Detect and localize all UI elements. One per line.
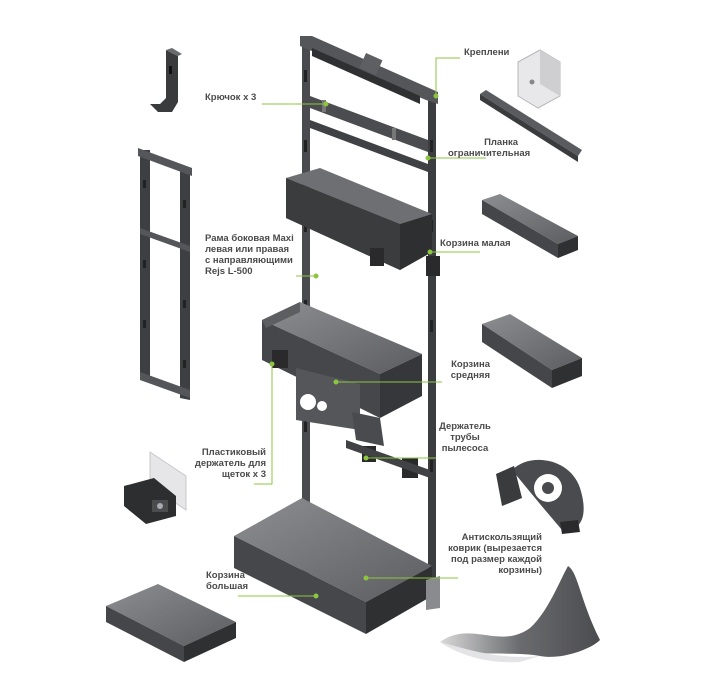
label-small-basket: Корзина малая [440, 238, 511, 249]
anti-slip-mat-part [440, 566, 600, 663]
mount-bracket-part [517, 49, 561, 109]
side-frame-part [138, 148, 192, 400]
label-hook: Крючок x 3 [205, 92, 257, 103]
main-rack-assembly [234, 36, 440, 634]
limit-bar-part [480, 90, 582, 162]
label-large-basket: Корзина большая [206, 570, 249, 592]
large-basket-part [106, 584, 236, 662]
medium-basket-part [482, 314, 582, 388]
hook-part [150, 48, 182, 112]
label-side-frame: Рама боковая Maxi левая или правая с нап… [205, 233, 294, 277]
leader-brush-holder [254, 364, 273, 485]
label-limit-bar: Планка ограничительная [448, 137, 531, 159]
label-anti-slip-mat: Антискользящий коврик (вырезается под ра… [448, 532, 542, 576]
small-basket-part [482, 194, 578, 258]
label-vacuum-holder: Держатель трубы пылесоса [439, 421, 491, 454]
label-mounts: Креплени [464, 47, 510, 58]
label-brush-holder: Пластиковый держатель для щеток x 3 [194, 447, 266, 480]
brush-holder-part [124, 451, 187, 524]
label-medium-basket: Корзина средняя [450, 359, 490, 381]
leader-mounts [435, 57, 460, 96]
vacuum-holder-part [496, 459, 584, 534]
